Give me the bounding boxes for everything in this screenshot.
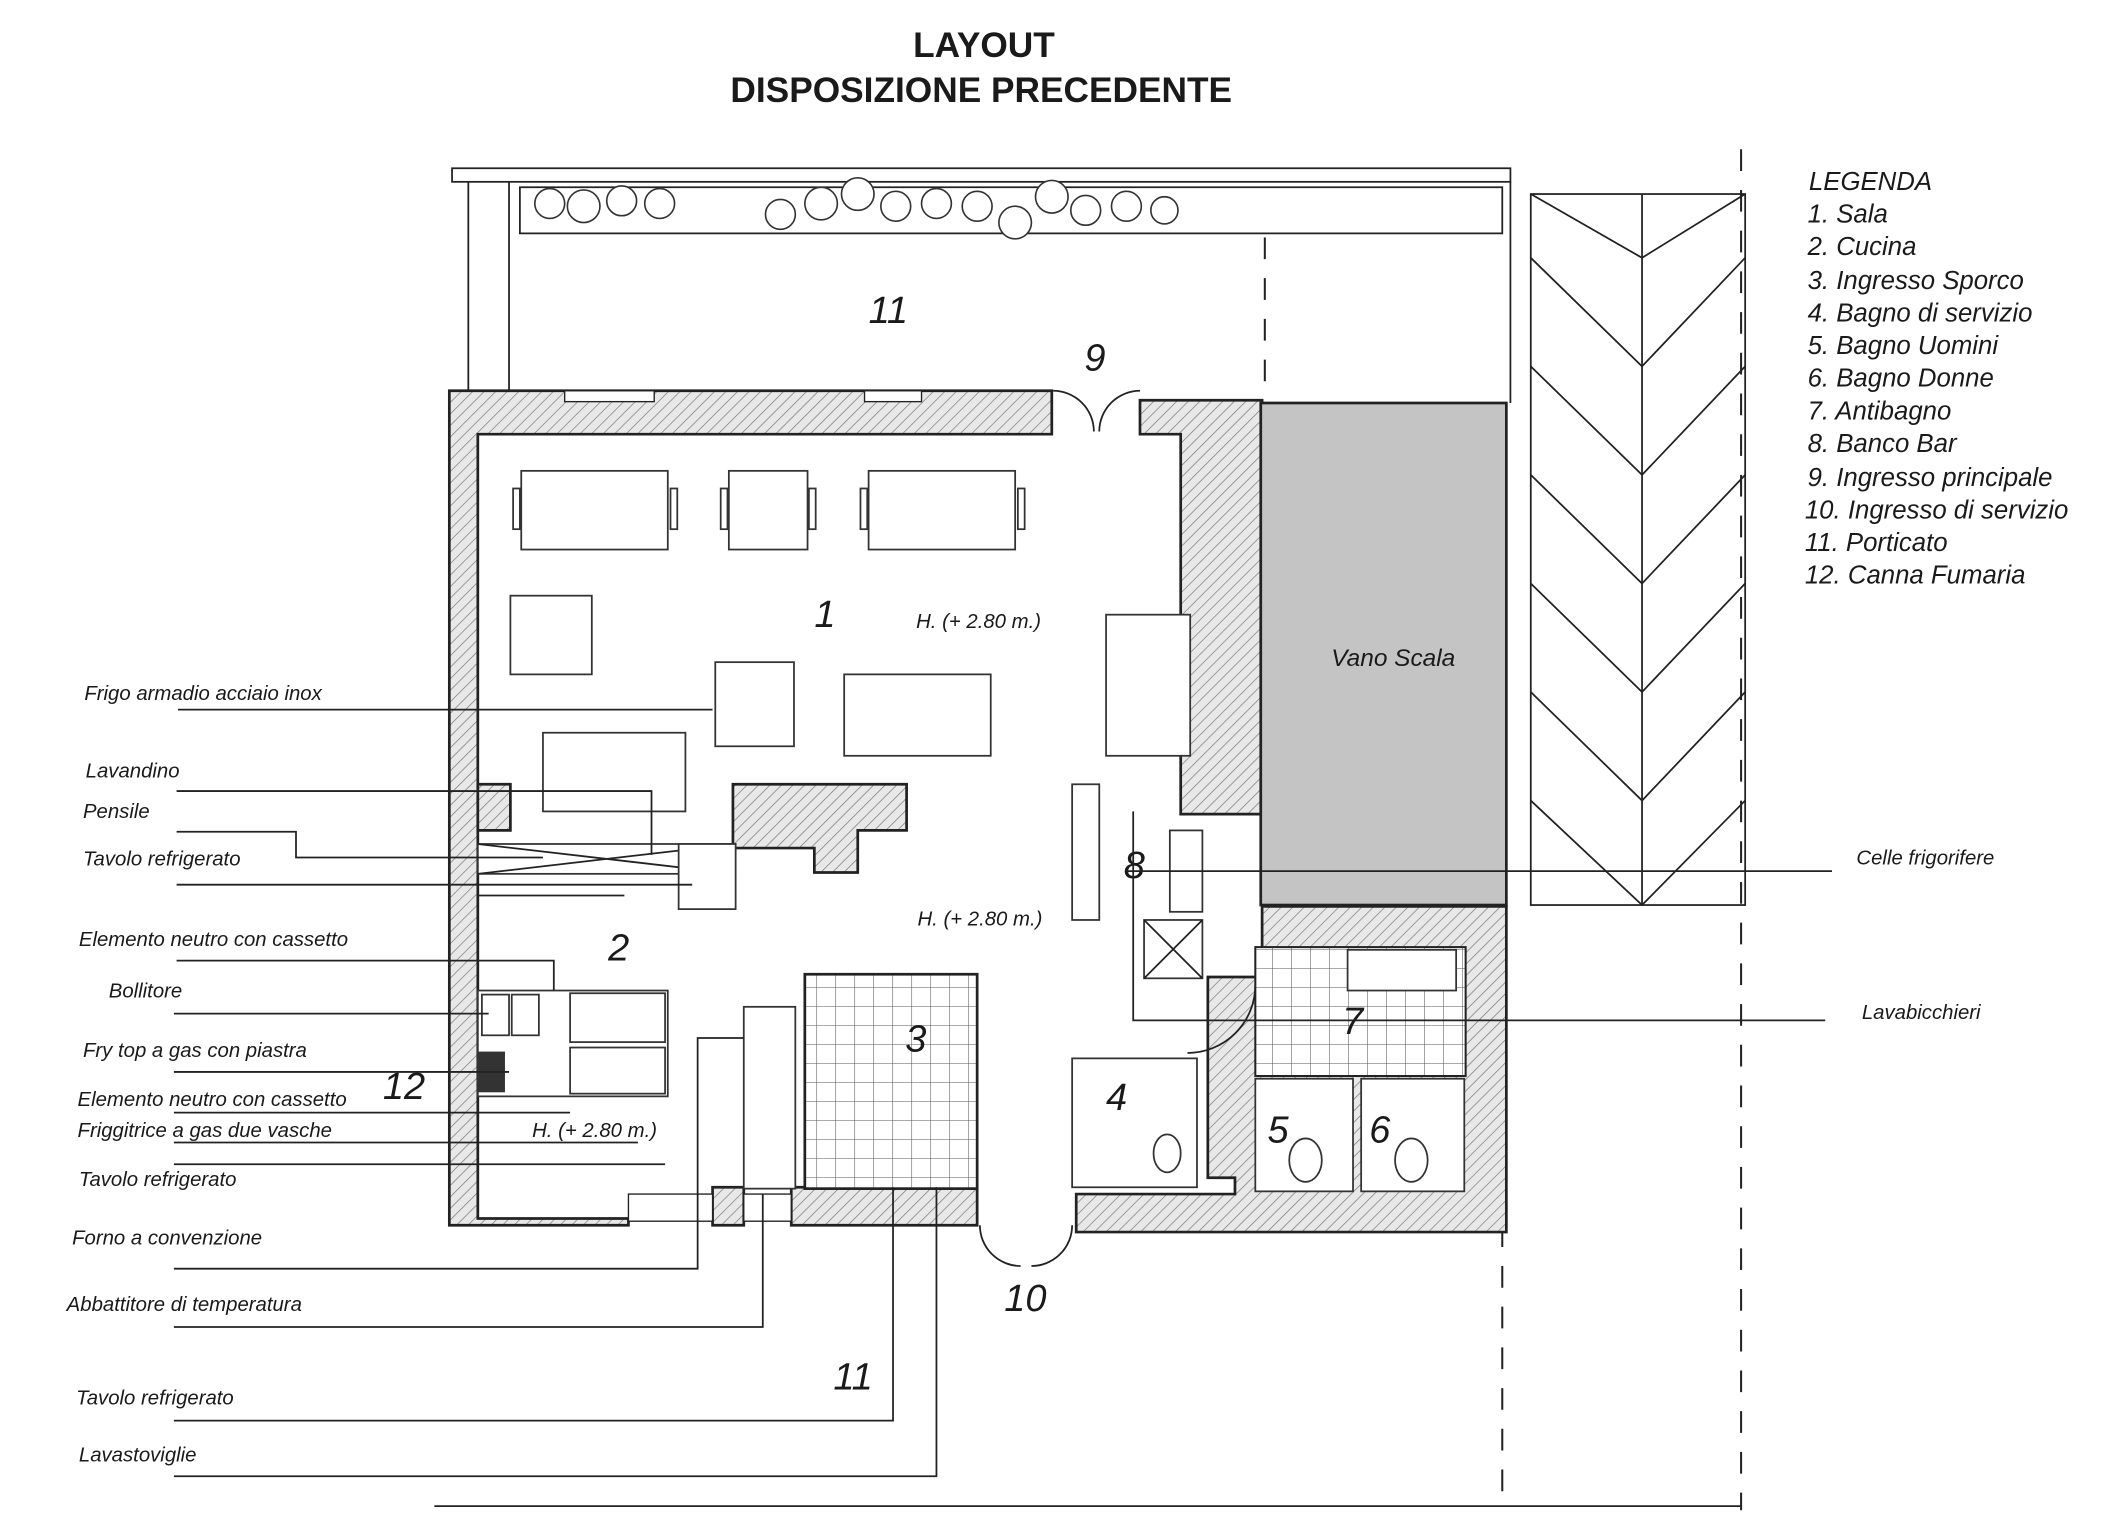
height-label-sala: H. (+ 2.80 m.)	[916, 611, 1041, 633]
callout-label: Abbattitore di temperatura	[66, 1294, 302, 1316]
stair-label: Vano Scala	[1331, 645, 1455, 672]
equipment-callouts: Frigo armadio acciaio inox Lavandino Pen…	[66, 683, 1994, 1478]
legend-item: 10. Ingresso di servizio	[1805, 496, 2069, 524]
legend-item: 2. Cucina	[1807, 233, 1917, 261]
legend-item: 7. Antibagno	[1808, 397, 1952, 425]
room-label-10: 10	[1004, 1278, 1046, 1320]
callout-label: Forno a convenzione	[72, 1227, 262, 1249]
kitchen-equipment	[476, 783, 1467, 1193]
callout-label: Lavandino	[86, 760, 180, 782]
room-label-8: 8	[1124, 845, 1145, 887]
porch	[451, 167, 1512, 403]
callout-label: Tavolo refrigerato	[83, 849, 241, 871]
adjacent-building	[1529, 193, 1747, 907]
title-line1: LAYOUT	[913, 26, 1055, 65]
callout-label: Pensile	[83, 801, 150, 823]
callout-label: Fry top a gas con piastra	[83, 1040, 307, 1062]
room-label-5: 5	[1268, 1110, 1290, 1152]
room-label-2: 2	[607, 928, 629, 970]
legend-item: 12. Canna Fumaria	[1805, 561, 2026, 589]
legend-item: 11. Porticato	[1805, 529, 1948, 557]
callout-label: Friggitrice a gas due vasche	[78, 1120, 332, 1142]
legend-item: 6. Bagno Donne	[1808, 365, 1994, 393]
legend: LEGENDA 1. Sala 2. Cucina 3. Ingresso Sp…	[1805, 168, 2069, 589]
legend-heading: LEGENDA	[1809, 168, 1932, 196]
room-label-4: 4	[1106, 1077, 1127, 1119]
room-label-7: 7	[1342, 1001, 1365, 1043]
callout-label-right: Lavabicchieri	[1862, 1002, 1981, 1024]
bath-door[interactable]	[1187, 985, 1257, 1054]
title-line2: DISPOSIZIONE PRECEDENTE	[730, 71, 1232, 110]
room-label-11: 11	[869, 290, 908, 332]
callout-label: Lavastoviglie	[79, 1444, 197, 1466]
legend-item: 8. Banco Bar	[1808, 430, 1958, 458]
room-label-11-bottom: 11	[833, 1356, 872, 1398]
stair-well	[1259, 401, 1508, 907]
main-door[interactable]	[1053, 389, 1140, 432]
service-door[interactable]	[978, 1225, 1074, 1267]
room-label-6: 6	[1369, 1110, 1391, 1152]
height-label-kitchen: H. (+ 2.80 m.)	[532, 1120, 657, 1142]
callout-label: Frigo armadio acciaio inox	[84, 683, 322, 705]
callout-label: Bollitore	[109, 980, 182, 1002]
callout-label: Elemento neutro con cassetto	[78, 1089, 347, 1111]
legend-item: 3. Ingresso Sporco	[1808, 267, 2024, 295]
callout-label: Tavolo refrigerato	[76, 1387, 234, 1409]
legend-item: 4. Bagno di servizio	[1808, 300, 2033, 328]
room-label-9: 9	[1084, 337, 1105, 379]
legend-item: 5. Bagno Uomini	[1808, 332, 2000, 360]
callout-label-right: Celle frigorifere	[1856, 847, 1994, 869]
legend-item: 9. Ingresso principale	[1808, 464, 2053, 492]
height-label-mid: H. (+ 2.80 m.)	[917, 908, 1042, 930]
dining-tables	[509, 469, 1192, 813]
room-label-12: 12	[383, 1066, 425, 1108]
room-label-1: 1	[814, 594, 835, 636]
legend-item: 1. Sala	[1808, 201, 1888, 229]
room-label-3: 3	[905, 1019, 926, 1061]
callout-label: Elemento neutro con cassetto	[79, 929, 348, 951]
callout-label: Tavolo refrigerato	[79, 1169, 237, 1191]
